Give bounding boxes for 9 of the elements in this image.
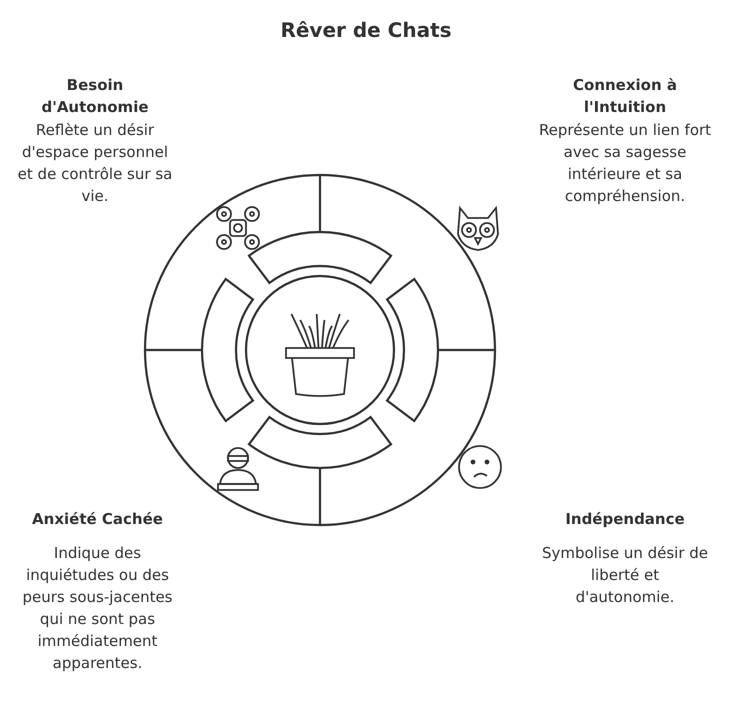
description: Reflète un désir d'espace personnel et de contrôle sur sa vie.	[16, 120, 174, 207]
heading: Anxiété Cachée	[31, 509, 164, 530]
heading: Besoin d'Autonomie	[40, 75, 150, 118]
heading: Indépendance	[564, 509, 686, 530]
description: Indique des inquiétudes ou des peurs sous-jacentes qui ne sont pas immédiatement apparentes.	[22, 543, 174, 674]
description: Représente un lien fort avec sa sagesse intérieure et sa compréhension.	[538, 120, 712, 207]
title: Rêver de Chats	[279, 18, 453, 42]
description: Symbolise un désir de liberté et d'autonomie.	[540, 543, 710, 608]
heading: Connexion à l'Intuition	[572, 75, 678, 118]
